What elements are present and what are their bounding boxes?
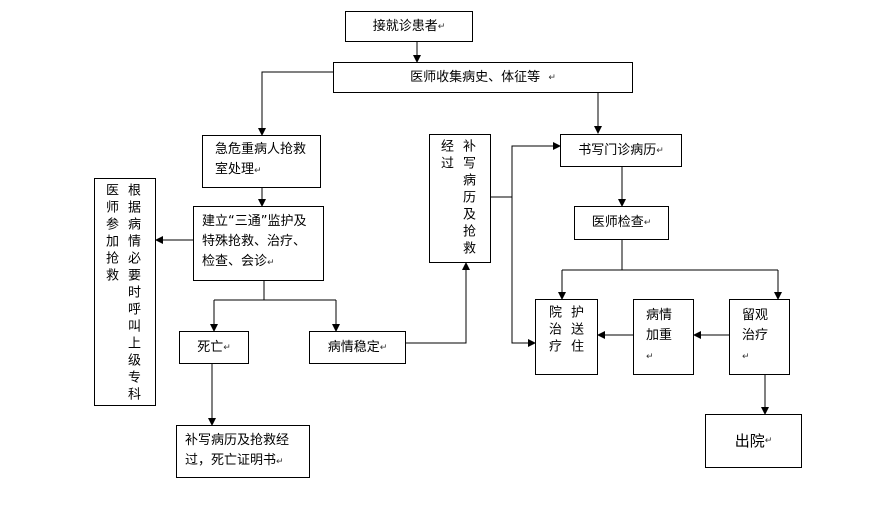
- node-death-record-label: 补写病历及抢救经过，死亡证明书: [185, 433, 290, 468]
- node-death-record: 补写病历及抢救经过，死亡证明书↵: [176, 425, 310, 478]
- node-receive-patient: 接就诊患者↵: [345, 11, 473, 42]
- node-collect-history-label: 医师收集病史、体征等: [410, 69, 541, 85]
- edge-exam-split: [562, 240, 778, 271]
- return-mark: ↵: [437, 21, 446, 32]
- return-mark: ↵: [223, 342, 231, 353]
- node-doctor-exam-label: 医师检查: [591, 215, 644, 230]
- edge-junction-to-admit: [511, 197, 536, 347]
- node-worsened-label: 病情加重: [646, 308, 673, 343]
- node-observation-label: 留观治疗: [742, 308, 769, 343]
- node-stable-label: 病情稳定: [327, 339, 380, 355]
- node-discharge: 出院↵: [705, 414, 802, 468]
- node-build-channel-label: 建立“三通”监护及特殊抢救、治疗、检查、会诊: [202, 214, 307, 269]
- node-write-outpatient-record-label: 书写门诊病历: [578, 142, 657, 158]
- return-mark: ↵: [276, 457, 284, 467]
- edge-stable-to-supplement: [406, 262, 470, 344]
- node-worsened: 病情加重 ↵: [633, 299, 694, 375]
- node-consult-specialists: 根据病情必要时呼叫上级专科医师参加抢救: [94, 178, 156, 406]
- node-receive-patient-label: 接就诊患者: [372, 18, 438, 34]
- return-mark: ↵: [643, 218, 652, 228]
- node-doctor-exam: 医师检查↵: [574, 206, 669, 240]
- node-discharge-label: 出院: [734, 432, 765, 450]
- node-consult-specialists-label: 根据病情必要时呼叫上级专科医师参加抢救: [103, 183, 140, 404]
- node-stable: 病情稳定↵: [309, 331, 406, 364]
- node-supplement-record: 补写病历及抢救经过: [429, 134, 491, 263]
- node-death-label: 死亡: [197, 339, 224, 355]
- node-write-outpatient-record: 书写门诊病历↵: [560, 134, 682, 167]
- edge-collect-to-emergency: [258, 71, 333, 136]
- edge-junction-to-record: [511, 142, 561, 197]
- node-build-channel: 建立“三通”监护及特殊抢救、治疗、检查、会诊↵: [193, 206, 324, 281]
- node-admit-hospital: 护送住院治疗: [535, 299, 598, 375]
- return-mark: ↵: [656, 145, 664, 156]
- node-emergency-rescue: 急危重病人抢救室处理↵: [202, 135, 321, 188]
- node-admit-hospital-label: 护送住院治疗: [546, 305, 583, 356]
- node-collect-history: 医师收集病史、体征等 ↵: [333, 62, 633, 93]
- node-death: 死亡↵: [179, 331, 249, 364]
- node-emergency-rescue-label: 急危重病人抢救室处理: [215, 142, 307, 177]
- return-mark: ↵: [379, 342, 388, 353]
- return-mark: ↵: [646, 352, 654, 362]
- edge-build-split: [214, 281, 336, 301]
- node-supplement-record-label: 补写病历及抢救经过: [438, 139, 475, 258]
- node-observation: 留观治疗 ↵: [729, 299, 790, 375]
- return-mark: ↵: [742, 352, 750, 362]
- return-mark: ↵: [267, 258, 275, 268]
- return-mark: ↵: [548, 72, 556, 83]
- return-mark: ↵: [254, 166, 262, 176]
- return-mark: ↵: [764, 436, 773, 446]
